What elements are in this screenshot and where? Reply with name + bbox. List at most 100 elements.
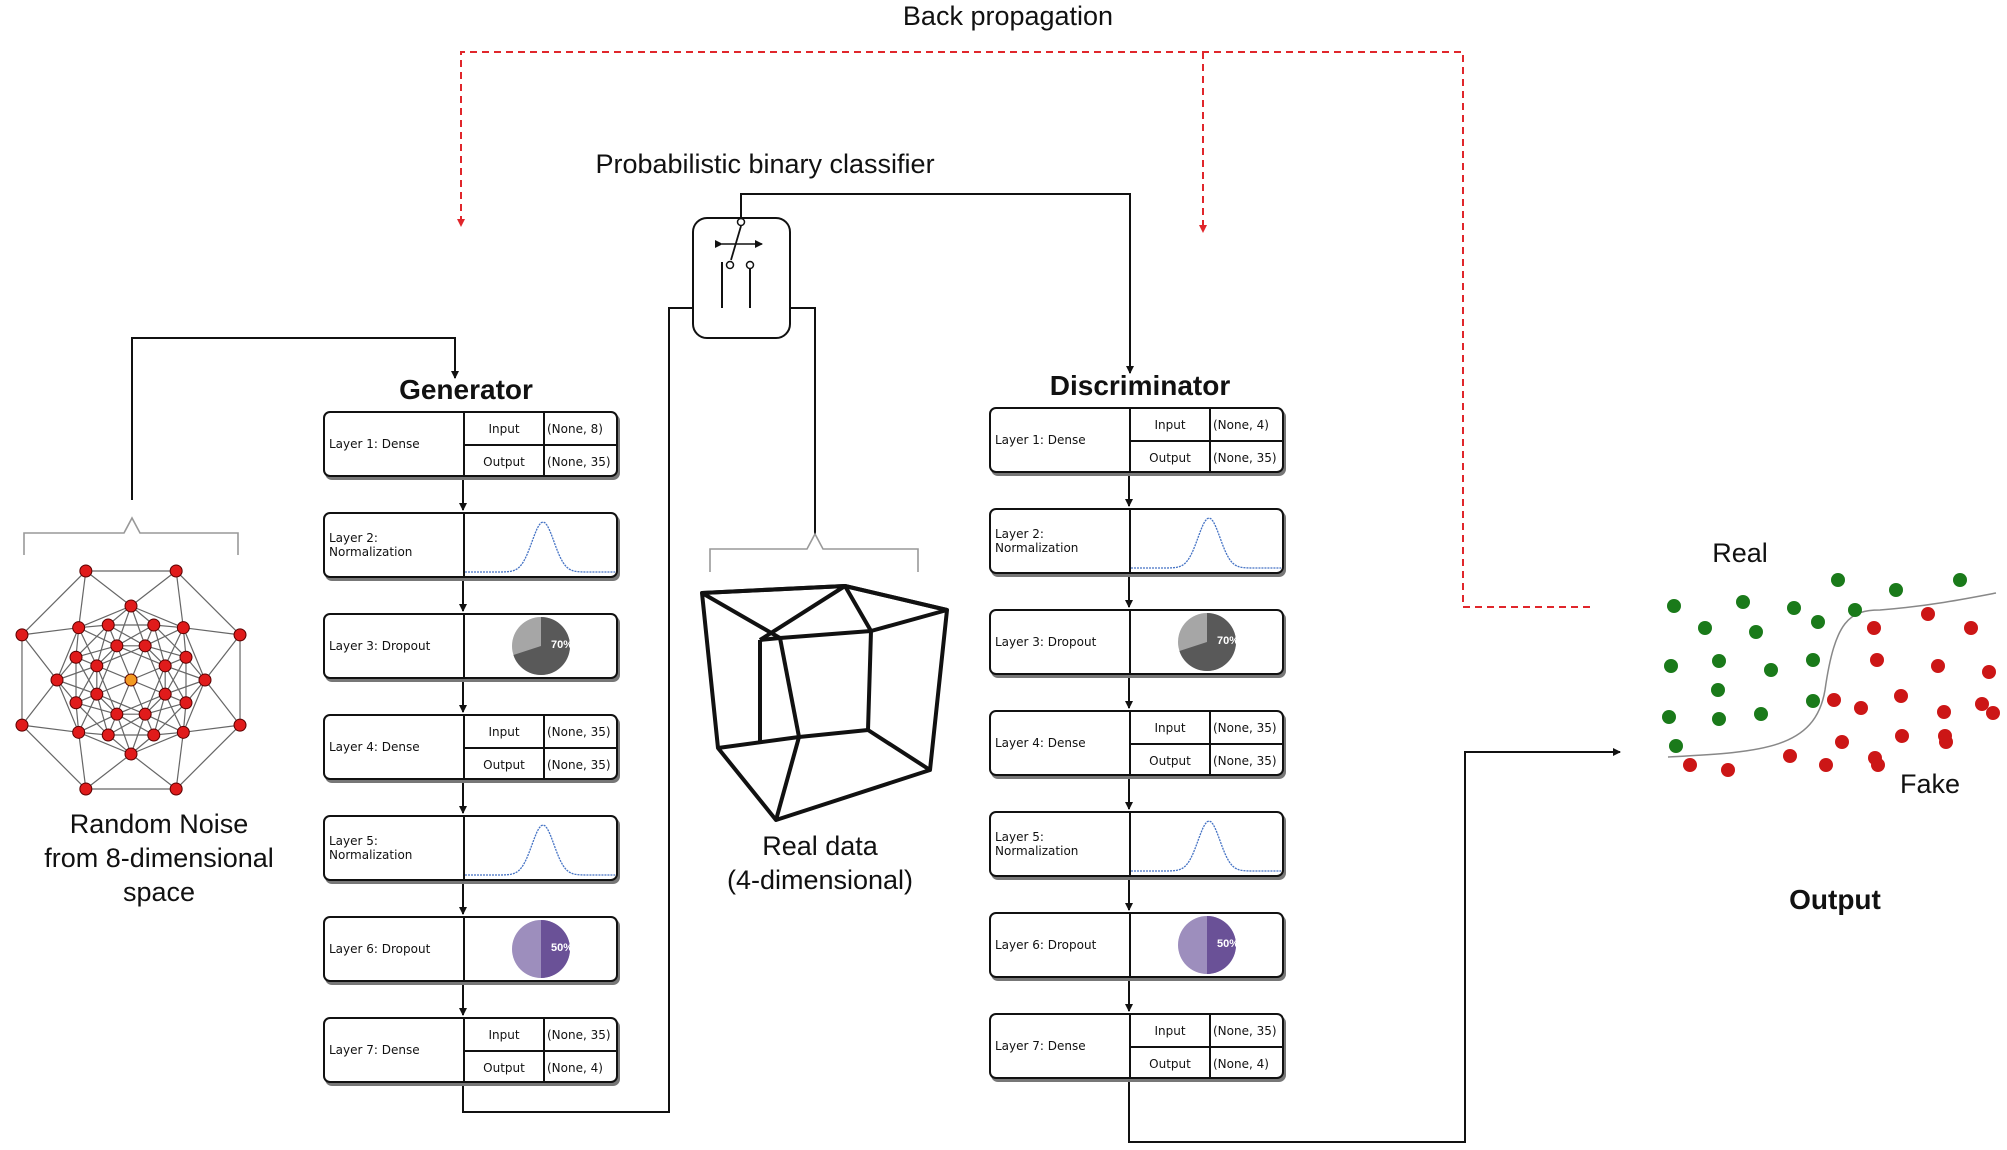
dropout-rate-label: 50% [1217, 938, 1240, 950]
input-shape: (None, 4) [1213, 417, 1269, 432]
noise-caption: Random Noise from 8-dimensional space [0, 808, 318, 909]
output-shape: (None, 35) [1213, 450, 1277, 465]
generator-layer-5: Layer 5: Normalization [323, 815, 618, 881]
discriminator-title: Discriminator [1049, 370, 1231, 401]
input-shape-row: Input(None, 8) [465, 413, 616, 444]
input-key: Input [465, 716, 545, 747]
gaussian-curve-icon [1131, 820, 1281, 872]
generator-layer-7: Layer 7: Dense Input(None, 35) Output(None… [323, 1017, 618, 1083]
classifier-label: Probabilistic binary classifier [595, 149, 935, 179]
noise-caption-line3: space [122, 876, 196, 907]
dropout-rate-label: 70% [551, 639, 574, 651]
output-scatter [1662, 573, 2000, 777]
layer-detail: 70% [1129, 611, 1282, 673]
layer-name: Layer 1: Dense [995, 433, 1086, 447]
input-shape-row: Input(None, 4) [1131, 409, 1282, 440]
layer-name: Layer 6: Dropout [995, 938, 1097, 952]
output-shape: (None, 35) [1213, 753, 1277, 768]
discriminator-layer-6: Layer 6: Dropout 50% [989, 912, 1284, 978]
output-key: Output [1131, 442, 1211, 471]
layer-name: Layer 7: Dense [329, 1043, 420, 1057]
backprop-path [457, 51, 1590, 608]
output-shape: (None, 4) [547, 1060, 603, 1075]
layer-detail [463, 514, 616, 576]
real-data-line1: Real data [762, 831, 878, 861]
output-title: Output [1789, 884, 1881, 915]
brace-lines [23, 516, 919, 572]
layer-detail: 70% [463, 615, 616, 677]
classifier-switch [692, 205, 791, 339]
layer-name: Layer 2: Normalization [329, 531, 413, 559]
real-label: Real [1712, 538, 1768, 568]
layer-name: Layer 2: Normalization [995, 527, 1079, 555]
layer-name: Layer 3: Dropout [995, 635, 1097, 649]
input-key: Input [1131, 712, 1211, 743]
layer-name: Layer 5: Normalization [329, 834, 413, 862]
discriminator-layer-3: Layer 3: Dropout 70% [989, 609, 1284, 675]
input-shape: (None, 35) [547, 724, 611, 739]
layer-detail: Input(None, 35)Output(None, 35) [1129, 712, 1282, 774]
input-shape: (None, 35) [547, 1027, 611, 1042]
layer-name: Layer 4: Dense [329, 740, 420, 754]
tesseract-icon [700, 584, 949, 822]
layer-name: Layer 7: Dense [995, 1039, 1086, 1053]
output-shape: (None, 4) [1213, 1056, 1269, 1071]
layer-detail: Input(None, 4)Output(None, 35) [1129, 409, 1282, 471]
layer-detail: 50% [1129, 914, 1282, 976]
generator-title: Generator [399, 374, 533, 405]
dropout-pie-icon [512, 617, 570, 675]
input-shape-row: Input(None, 35) [1131, 712, 1282, 743]
output-key: Output [1131, 745, 1211, 774]
output-shape-row: Output(None, 35) [1131, 440, 1282, 471]
layer-detail [1129, 813, 1282, 875]
fake-label: Fake [1899, 769, 1961, 799]
generator-layer-arrows [459, 479, 467, 1016]
output-shape-row: Output(None, 35) [1131, 743, 1282, 774]
input-key: Input [1131, 409, 1211, 440]
output-key: Output [1131, 1048, 1211, 1077]
discriminator-layer-2: Layer 2: Normalization [989, 508, 1284, 574]
input-shape: (None, 35) [1213, 1023, 1277, 1038]
discriminator-layer-arrows [1125, 475, 1133, 1012]
discriminator-layer-5: Layer 5: Normalization [989, 811, 1284, 877]
dropout-rate-label: 70% [1217, 635, 1240, 647]
input-shape-row: Input(None, 35) [1131, 1015, 1282, 1046]
input-shape-row: Input(None, 35) [465, 716, 616, 747]
real-data-caption: Real data (4-dimensional) [680, 830, 960, 898]
layer-detail: 50% [463, 918, 616, 980]
output-shape: (None, 35) [547, 757, 611, 772]
layer-name: Layer 5: Normalization [995, 830, 1079, 858]
dropout-rate-label: 50% [551, 942, 574, 954]
layer-name: Layer 1: Dense [329, 437, 420, 451]
dropout-pie-icon [1178, 613, 1236, 671]
layer-detail [463, 817, 616, 879]
layer-detail [1129, 510, 1282, 572]
input-shape: (None, 8) [547, 421, 603, 436]
gaussian-curve-icon [465, 521, 615, 573]
output-shape-row: Output(None, 4) [1131, 1046, 1282, 1077]
output-shape-row: Output(None, 35) [465, 444, 616, 475]
output-shape-row: Output(None, 4) [465, 1050, 616, 1081]
noise-caption-line1: Random Noise [69, 809, 249, 839]
back-propagation-label: Back propagation [902, 1, 1114, 31]
output-key: Output [465, 446, 545, 475]
generator-layer-1: Layer 1: Dense Input(None, 8)Output(None,… [323, 411, 618, 477]
output-key: Output [465, 749, 545, 778]
input-key: Input [465, 1019, 545, 1050]
real-data-line2: (4-dimensional) [726, 864, 914, 895]
input-key: Input [1131, 1015, 1211, 1046]
gaussian-curve-icon [465, 824, 615, 876]
layer-detail: Input(None, 8)Output(None, 35) [463, 413, 616, 475]
generator-layer-2: Layer 2: Normalization [323, 512, 618, 578]
output-shape: (None, 35) [547, 454, 611, 469]
output-shape-row: Output(None, 35) [465, 747, 616, 778]
dropout-pie-icon [512, 920, 570, 978]
